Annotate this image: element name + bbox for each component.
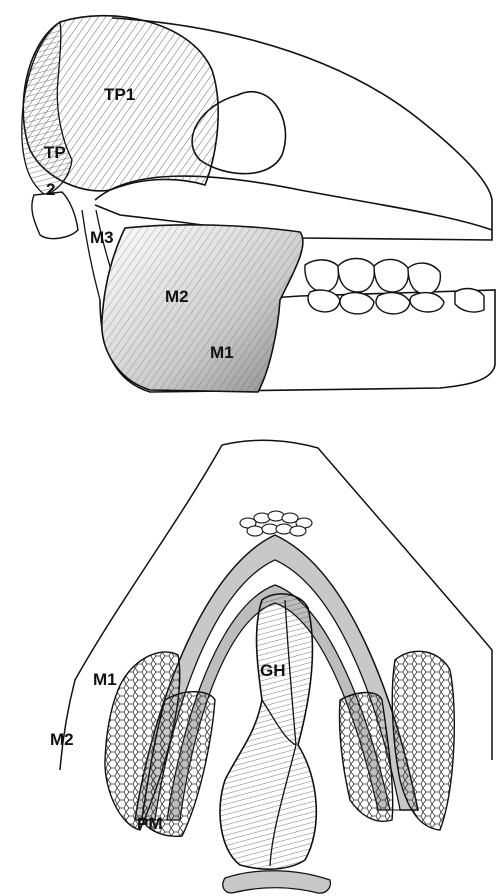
label-m2-top: M2	[165, 287, 189, 306]
label-tp1: TP1	[104, 85, 135, 104]
label-tp: TP	[44, 143, 66, 162]
label-pm: PM	[137, 814, 163, 833]
label-m1-bottom: M1	[93, 670, 117, 689]
hyoid-bone	[223, 871, 331, 893]
lateral-skull-figure: TP1 TP 2 M3 M2 M1	[22, 16, 495, 392]
label-m3: M3	[90, 228, 114, 247]
label-gh: GH	[260, 661, 286, 680]
ventral-jaw-figure: GH M1 M2 PM	[50, 440, 492, 893]
label-m2-bottom: M2	[50, 730, 74, 749]
label-m1-top: M1	[210, 343, 234, 362]
molar-teeth	[305, 259, 484, 314]
incisor-teeth	[240, 511, 312, 536]
masseter-fiber-overlay	[102, 225, 303, 392]
zygomatic-arch	[95, 176, 492, 230]
label-tp-2: 2	[46, 180, 55, 199]
